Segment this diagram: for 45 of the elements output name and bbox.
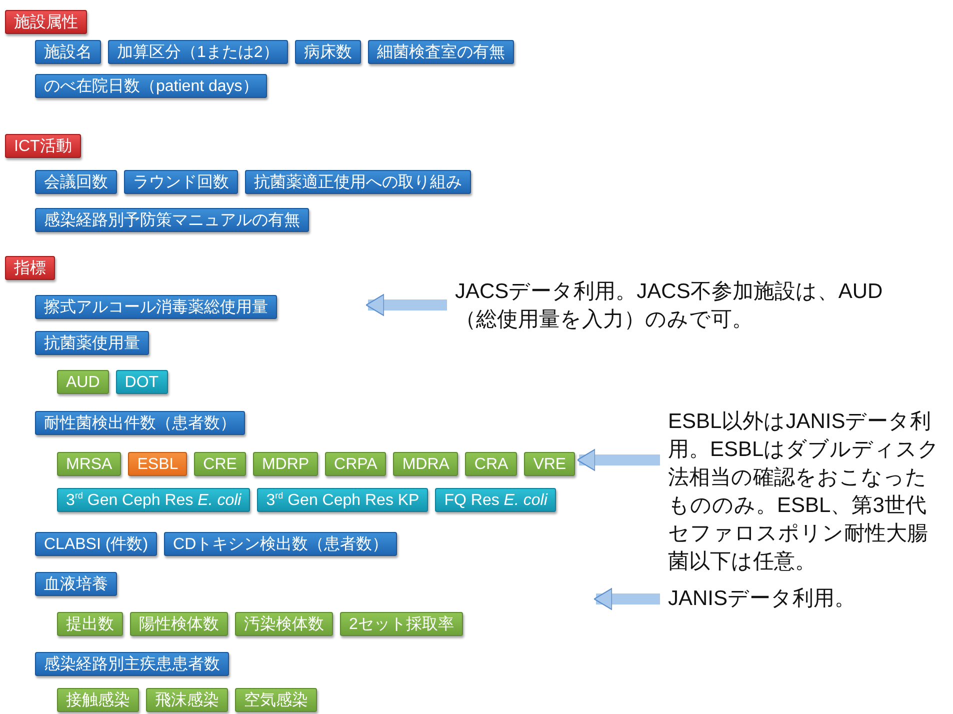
item-tag: 陽性検体数 xyxy=(130,612,228,636)
item-tag: CRE xyxy=(194,452,246,476)
block-arrow xyxy=(594,588,660,610)
item-tag: MDRA xyxy=(393,452,458,476)
item-tag: 空気感染 xyxy=(235,688,317,712)
item-tag: ESBL xyxy=(128,452,188,476)
item-tag: AUD xyxy=(57,370,109,394)
item-tag: 感染経路別主疾患患者数 xyxy=(35,652,229,676)
item-tag: CRPA xyxy=(325,452,386,476)
item-tag: CLABSI (件数) xyxy=(35,532,158,556)
item-tag: 3$^{rd}$ Gen Ceph Res KP xyxy=(257,488,428,512)
section-header: 施設属性 xyxy=(5,10,87,34)
item-tag: 血液培養 xyxy=(35,572,117,596)
item-tag: CRA xyxy=(465,452,518,476)
item-tag: 接触感染 xyxy=(57,688,139,712)
item-tag: 感染経路別予防策マニュアルの有無 xyxy=(35,208,309,232)
block-arrow xyxy=(366,294,447,316)
item-tag: 擦式アルコール消毒薬総使用量 xyxy=(35,295,277,319)
item-tag: 病床数 xyxy=(294,40,361,64)
section-header: 指標 xyxy=(5,256,55,280)
item-tag: 細菌検査室の有無 xyxy=(368,40,514,64)
item-tag: ラウンド回数 xyxy=(124,170,238,194)
item-tag: MDRP xyxy=(252,452,318,476)
item-tag: 加算区分（1または2） xyxy=(108,40,288,64)
item-tag: 3$^{rd}$ Gen Ceph Res E. coli xyxy=(57,488,250,512)
item-tag: FQ Res E. coli xyxy=(435,488,556,512)
item-tag: 2セット採取率 xyxy=(340,612,463,636)
note-text: JACSデータ利用。JACS不参加施設は、AUD（総使用量を入力）のみで可。 xyxy=(455,278,890,334)
item-tag: DOT xyxy=(116,370,168,394)
item-tag: 会議回数 xyxy=(35,170,117,194)
item-tag: VRE xyxy=(524,452,576,476)
item-tag: 汚染検体数 xyxy=(235,612,333,636)
item-tag: 抗菌薬使用量 xyxy=(35,331,149,355)
item-tag: 飛沫感染 xyxy=(146,688,228,712)
item-tag: 抗菌薬適正使用への取り組み xyxy=(245,170,471,194)
note-text: ESBL以外はJANISデータ利用。ESBLはダブルディスク法相当の確認をおこなったもののみ。ESBL、第3世代セファロスポリン耐性大腸菌以下は任意。 xyxy=(668,408,946,576)
note-text: JANISデータ利用。 xyxy=(668,585,928,613)
item-tag: 耐性菌検出件数（患者数） xyxy=(35,411,245,435)
item-tag: MRSA xyxy=(57,452,122,476)
block-arrow xyxy=(576,448,660,472)
item-tag: 施設名 xyxy=(35,40,101,64)
item-tag: 提出数 xyxy=(57,612,123,636)
section-header: ICT活動 xyxy=(5,134,81,158)
item-tag: CDトキシン検出数（患者数） xyxy=(164,532,398,556)
item-tag: のべ在院日数（patient days） xyxy=(35,74,268,98)
